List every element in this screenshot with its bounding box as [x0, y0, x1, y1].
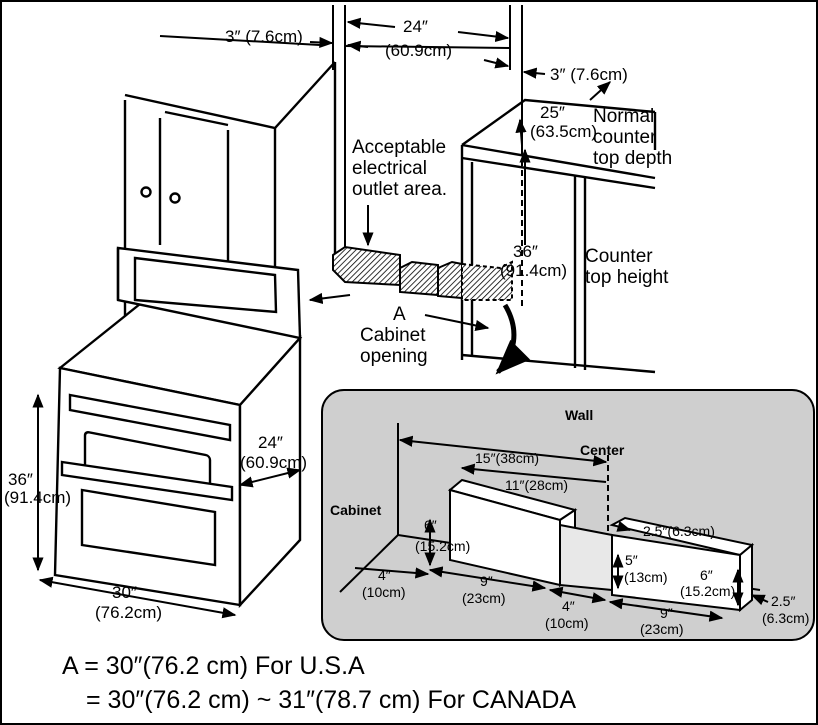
top-dimension-lines: [308, 17, 612, 331]
normal-depth-line1: Normal: [593, 106, 654, 127]
inset-25side-cm: (6.3cm): [762, 610, 809, 626]
counter-height-line2: top height: [585, 267, 669, 288]
depth-in-label: 25″: [540, 103, 565, 122]
opening-line3: opening: [360, 346, 428, 367]
inset-6a-in: 6″: [424, 517, 437, 533]
inset-4b-cm: (10cm): [545, 615, 589, 631]
range-width-in-label: 30″: [112, 583, 137, 602]
outlet-area-line1: Acceptable: [352, 137, 446, 158]
depth-cm-label: (63.5cm): [530, 122, 597, 141]
inset-panel: Wall Center Cabinet 15″(38cm) 11″(28cm) …: [321, 389, 815, 641]
opening-line2: Cabinet: [360, 325, 426, 346]
inset-5-cm: (13cm): [624, 569, 668, 585]
normal-depth-line2: counter: [593, 127, 657, 148]
outlet-area-line2: electrical: [352, 158, 427, 179]
range-depth-cm-label: (60.9cm): [240, 453, 307, 472]
range-depth-in-label: 24″: [258, 433, 283, 452]
side-gap-left-label: 3″ (7.6cm): [225, 27, 303, 46]
range-height-cm-label: (91.4cm): [4, 488, 71, 507]
inset-9a-cm: (23cm): [462, 590, 506, 606]
inset-6a-cm: (15.2cm): [415, 538, 470, 554]
range-height-in-label: 36″: [8, 470, 33, 489]
side-gap-right-label: 3″ (7.6cm): [550, 65, 628, 84]
inset-6b-cm: (15.2cm): [680, 583, 735, 599]
inset-15-label: 15″(38cm): [475, 450, 539, 466]
inset-cabinet-label: Cabinet: [330, 502, 382, 518]
height-in-label: 36″: [513, 242, 538, 261]
outlet-area-line3: outlet area.: [352, 179, 447, 200]
opening-letter: A: [393, 304, 406, 325]
inset-wall-label: Wall: [565, 407, 593, 423]
inset-9a-in: 9″: [480, 573, 493, 589]
pointer-arrow: [495, 303, 531, 375]
note-line-canada: = 30″(76.2 cm) ~ 31″(78.7 cm) For CANADA: [86, 686, 577, 714]
inset-5-in: 5″: [625, 552, 638, 568]
right-counter: [460, 98, 657, 374]
inset-4a-in: 4″: [378, 567, 391, 583]
normal-depth-line3: top depth: [593, 148, 672, 169]
range-width-cm-label: (76.2cm): [95, 603, 162, 622]
note-line-usa: A = 30″(76.2 cm) For U.S.A: [62, 652, 365, 680]
height-cm-label: (91.4cm): [500, 261, 567, 280]
range-body: [53, 246, 303, 609]
inset-4a-cm: (10cm): [362, 584, 406, 600]
wall-lines: [159, 5, 523, 260]
counter-height-line1: Counter: [585, 246, 653, 267]
outlet-width-in-label: 24″: [403, 17, 428, 36]
inset-25top-label: 2.5″(6.3cm): [643, 523, 715, 539]
inset-6b-in: 6″: [700, 567, 713, 583]
inset-4b-in: 4″: [562, 598, 575, 614]
outlet-width-cm-label: (60.9cm): [385, 41, 452, 60]
inset-9b-in: 9″: [660, 605, 673, 621]
inset-9b-cm: (23cm): [640, 621, 684, 637]
inset-center-label: Center: [580, 442, 625, 458]
outlet-area-boxes: [332, 245, 513, 301]
inset-25side-in: 2.5″: [771, 593, 795, 609]
range-dimension-lines: [32, 393, 302, 619]
inset-11-label: 11″(28cm): [505, 477, 568, 493]
